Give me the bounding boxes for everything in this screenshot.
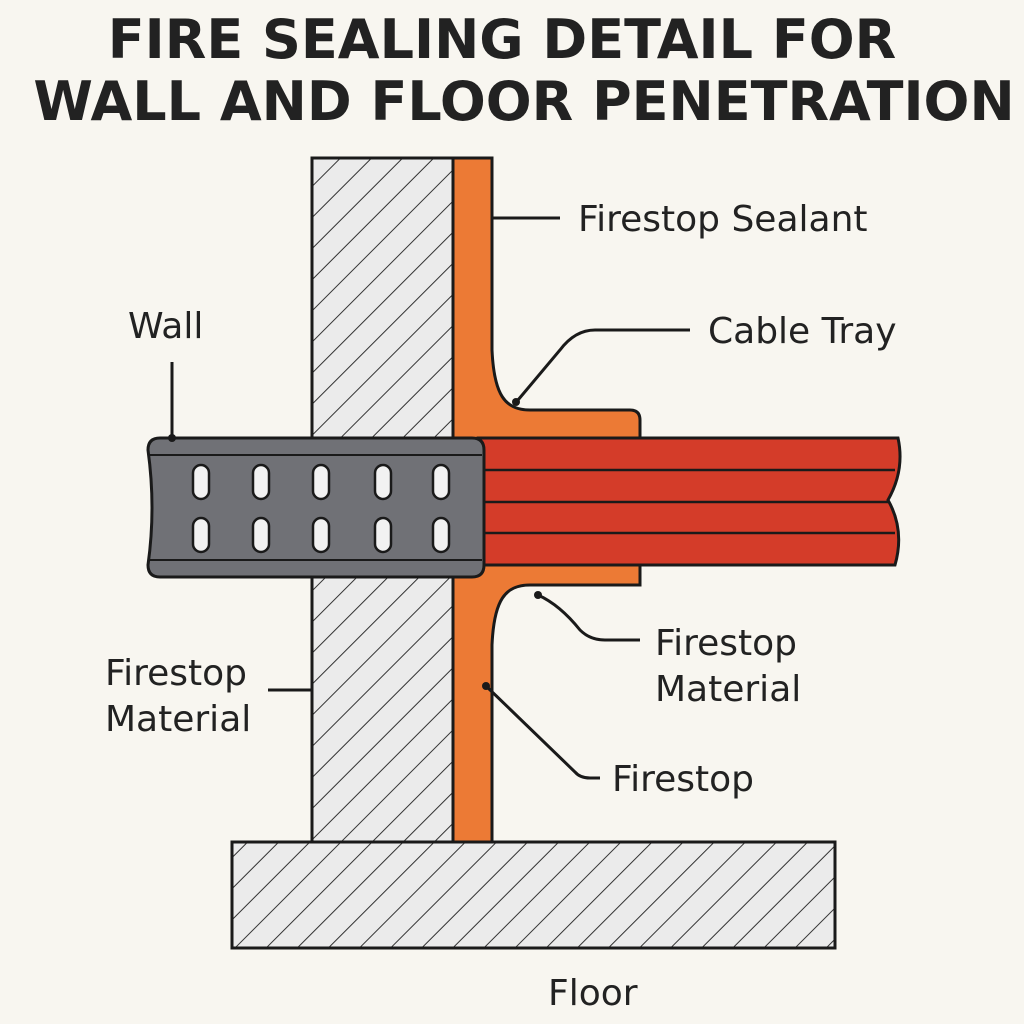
title-line-2: WALL AND FLOOR PENETRATION <box>33 70 1014 133</box>
leader-dot <box>512 398 520 406</box>
leader-cable-tray <box>516 328 690 401</box>
label-firestop-sealant: Firestop Sealant <box>578 199 868 240</box>
label-firestop: Firestop <box>612 759 754 800</box>
leader-firestop-material-right <box>537 593 640 642</box>
label-floor: Floor <box>548 973 638 1014</box>
title-line-1: FIRE SEALING DETAIL FOR <box>108 8 896 71</box>
label-firestop-material-left-2: Material <box>105 699 251 740</box>
leader-dot <box>168 434 176 442</box>
label-firestop-material-right-2: Material <box>655 669 801 710</box>
floor <box>230 840 837 950</box>
label-firestop-material-left-1: Firestop <box>105 653 247 694</box>
leader-dot <box>482 682 490 690</box>
label-wall: Wall <box>128 306 203 347</box>
leader-dot <box>534 591 542 599</box>
label-firestop-material-right-1: Firestop <box>655 623 797 664</box>
leader-firestop <box>484 684 600 780</box>
cable-tray <box>146 436 486 579</box>
label-cable-tray: Cable Tray <box>708 311 897 352</box>
